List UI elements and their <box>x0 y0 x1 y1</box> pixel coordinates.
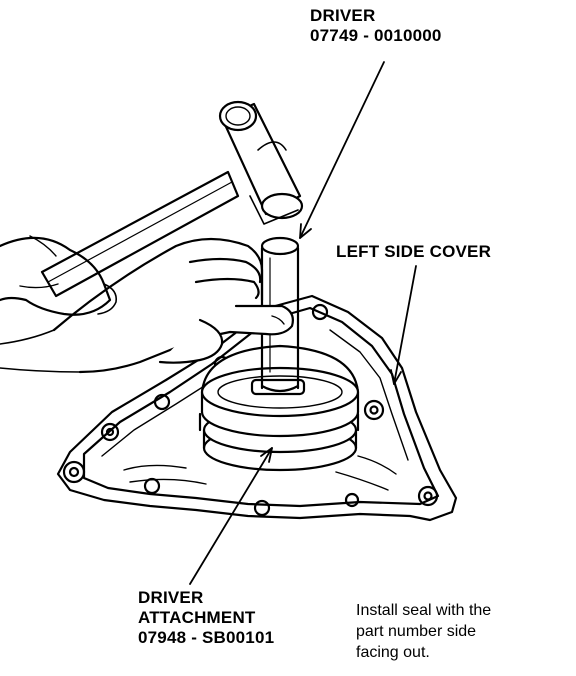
attachment-leader-line <box>189 447 273 585</box>
note-line1: Install seal with the <box>356 602 492 619</box>
attachment-part-number: 07948 - SB00101 <box>138 628 275 647</box>
side-cover-leader-line <box>393 265 417 385</box>
attachment-name-line2: ATTACHMENT <box>138 608 256 627</box>
hand-on-hammer-drawing <box>0 235 118 316</box>
hand-on-driver-drawing <box>0 237 294 374</box>
driver-name: DRIVER <box>310 6 376 25</box>
driver-attachment-label: DRIVER ATTACHMENT 07948 - SB00101 <box>138 588 274 648</box>
left-side-cover-label: LEFT SIDE COVER <box>336 242 492 261</box>
attachment-name-line1: DRIVER <box>138 588 204 607</box>
driver-attachment-drawing <box>198 344 360 472</box>
driver-part-number: 07749 - 0010000 <box>310 26 442 45</box>
driver-leader-arrowhead <box>299 223 312 239</box>
installation-note: Install seal with the part number side f… <box>356 600 491 663</box>
driver-label: DRIVER 07749 - 0010000 <box>310 6 442 46</box>
side-cover-leader-arrowhead <box>390 369 402 385</box>
leader-lines <box>189 61 417 585</box>
note-line2: part number side <box>356 623 477 640</box>
attachment-leader-arrowhead <box>260 447 273 463</box>
note-line3: facing out. <box>356 644 430 661</box>
driver-leader-line <box>299 61 385 239</box>
